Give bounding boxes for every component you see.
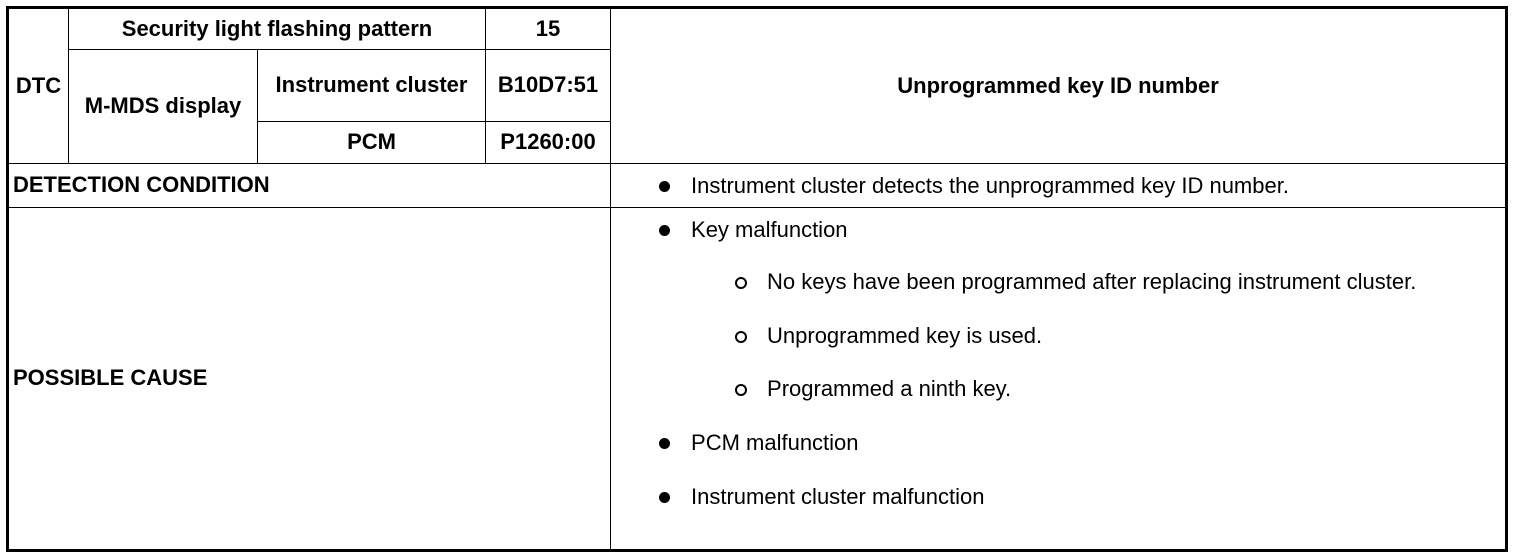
bullet-icon	[659, 224, 671, 236]
detection-condition-content: Instrument cluster detects the unprogram…	[610, 163, 1507, 208]
pcm-label: PCM	[256, 121, 487, 164]
instrument-cluster-code: B10D7:51	[485, 49, 612, 122]
list-item: Instrument cluster malfunction	[659, 483, 1485, 512]
header-row-flashing: DTC Security light flashing pattern 15 U…	[7, 7, 1507, 164]
bullet-icon	[659, 491, 671, 503]
cause-item-text: PCM malfunction	[691, 429, 859, 455]
instrument-cluster-label: Instrument cluster	[256, 49, 487, 122]
list-item: PCM malfunction	[659, 429, 1485, 458]
list-item: Key malfunction	[659, 216, 1485, 245]
possible-cause-content: Key malfunction No keys have been progra…	[610, 206, 1507, 552]
detection-item-text: Instrument cluster detects the unprogram…	[691, 173, 1289, 198]
detection-row: DETECTION CONDITION Instrument cluster d…	[6, 163, 1507, 208]
sub-list-item: Unprogrammed key is used.	[735, 322, 1485, 351]
cause-sub-list: No keys have been programmed after repla…	[659, 268, 1485, 404]
bullet-icon	[659, 437, 671, 449]
pcm-code: P1260:00	[485, 121, 612, 164]
header-row-pcm: PCM P1260:00	[8, 121, 1507, 164]
cause-item-text: Key malfunction	[691, 216, 848, 242]
flashing-pattern-label: Security light flashing pattern	[67, 7, 487, 50]
hollow-bullet-icon	[735, 384, 748, 397]
dtc-table: DTC Security light flashing pattern 15 U…	[6, 6, 1508, 552]
hollow-bullet-icon	[735, 330, 748, 343]
bullet-icon	[659, 181, 671, 192]
cause-item-text: Instrument cluster malfunction	[691, 483, 985, 509]
sub-list-item: No keys have been programmed after repla…	[735, 268, 1485, 297]
cause-sub-item-text: No keys have been programmed after repla…	[767, 269, 1417, 295]
mmds-display-label: M-MDS display	[68, 49, 258, 164]
detection-condition-label: DETECTION CONDITION	[6, 163, 612, 208]
list-item: Instrument cluster detects the unprogram…	[659, 172, 1485, 201]
cause-sub-item-text: Programmed a ninth key.	[767, 376, 1012, 402]
detection-list: Instrument cluster detects the unprogram…	[659, 172, 1485, 201]
possible-cause-label: POSSIBLE CAUSE	[6, 206, 612, 552]
hollow-bullet-icon	[735, 277, 748, 290]
header-row-instrument: M-MDS display Instrument cluster B10D7:5…	[8, 49, 1507, 164]
dtc-label: DTC	[7, 7, 69, 164]
cause-list-continued: PCM malfunction Instrument cluster malfu…	[659, 429, 1485, 511]
possible-cause-row: POSSIBLE CAUSE Key malfunction No keys h…	[6, 206, 1507, 552]
flashing-pattern-value: 15	[485, 7, 612, 50]
cause-sub-item-text: Unprogrammed key is used.	[767, 322, 1043, 348]
sub-list-item: Programmed a ninth key.	[735, 375, 1485, 404]
cause-list: Key malfunction	[659, 216, 1485, 245]
dtc-description: Unprogrammed key ID number	[610, 7, 1507, 164]
